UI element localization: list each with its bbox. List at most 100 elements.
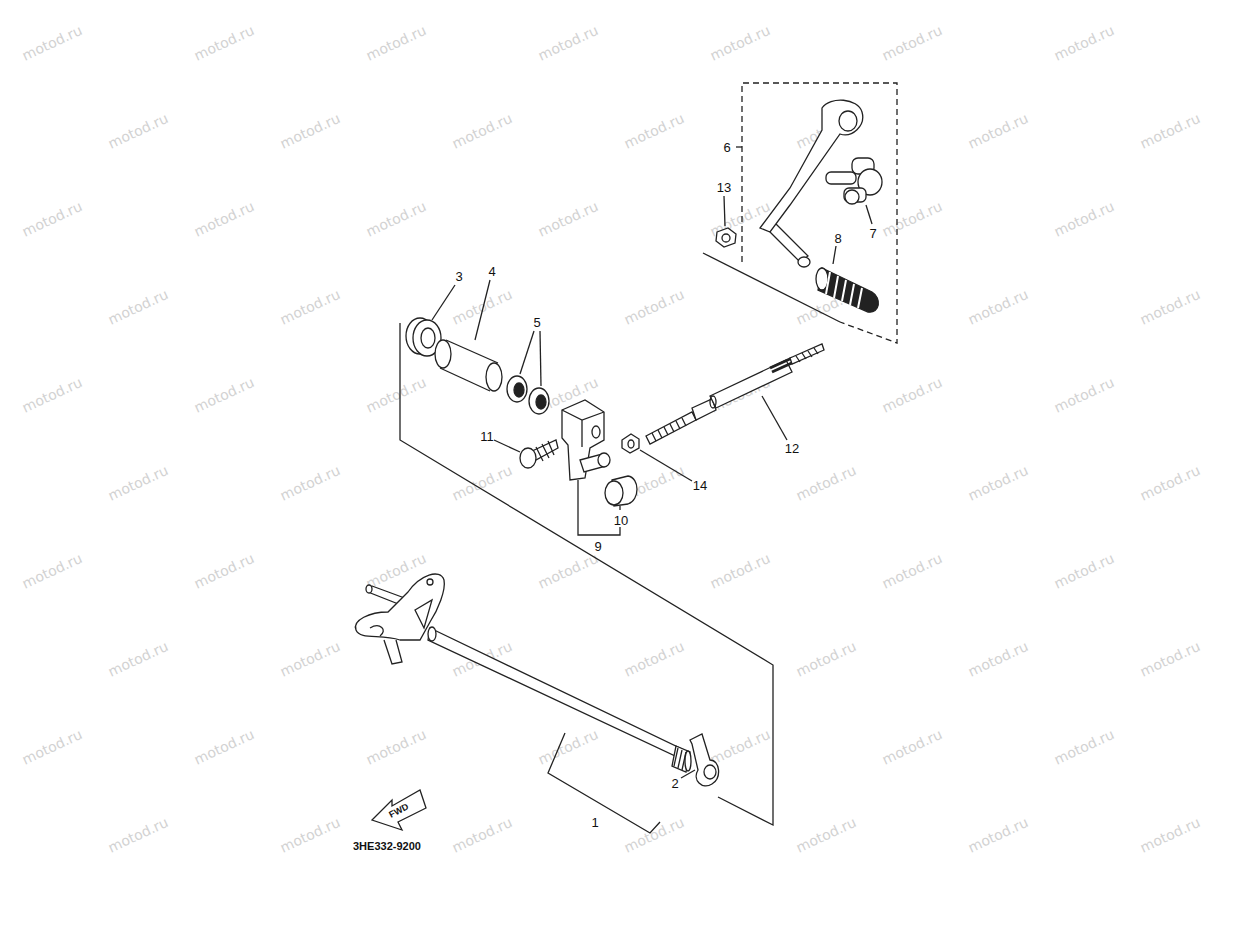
callout-number: 6 <box>723 141 730 154</box>
callout-number: 9 <box>594 540 601 553</box>
watermark: motod.ru <box>278 815 342 855</box>
watermark: motod.ru <box>1052 23 1116 63</box>
watermark: motod.ru <box>880 375 944 415</box>
watermark: motod.ru <box>966 815 1030 855</box>
rubber-grip-8 <box>816 268 878 312</box>
return-spring-2 <box>690 734 719 786</box>
watermark: motod.ru <box>966 463 1030 503</box>
leader-line <box>494 440 520 452</box>
watermark: motod.ru <box>794 463 858 503</box>
watermark: motod.ru <box>450 287 514 327</box>
leader-line <box>540 331 541 386</box>
watermark: motod.ru <box>966 287 1030 327</box>
callout-number: 7 <box>869 227 876 240</box>
watermark: motod.ru <box>1138 815 1202 855</box>
nut-13 <box>716 228 736 247</box>
watermark: motod.ru <box>364 23 428 63</box>
watermark: motod.ru <box>192 551 256 591</box>
watermark: motod.ru <box>708 727 772 767</box>
watermark: motod.ru <box>20 551 84 591</box>
watermark: motod.ru <box>1138 463 1202 503</box>
watermark: motod.ru <box>536 23 600 63</box>
watermark: motod.ru <box>450 111 514 151</box>
callout-number: 3 <box>455 270 462 283</box>
shift-lever-9 <box>562 400 610 480</box>
shift-rod-12 <box>646 344 824 444</box>
watermark: motod.ru <box>536 551 600 591</box>
leader-line <box>681 770 695 778</box>
bracket-line <box>548 733 660 833</box>
watermark: motod.ru <box>278 287 342 327</box>
watermark: motod.ru <box>794 815 858 855</box>
watermark: motod.ru <box>794 639 858 679</box>
watermark: motod.ru <box>880 551 944 591</box>
watermark: motod.ru <box>278 639 342 679</box>
leader-line <box>724 196 725 226</box>
leader-line <box>736 146 742 147</box>
assembly-dash-box <box>742 83 897 343</box>
callout-number: 4 <box>488 265 495 278</box>
leader-line <box>475 280 490 340</box>
watermark: motod.ru <box>20 727 84 767</box>
watermark: motod.ru <box>1138 111 1202 151</box>
watermark: motod.ru <box>278 463 342 503</box>
watermark: motod.ru <box>966 639 1030 679</box>
watermark: motod.ru <box>106 639 170 679</box>
shift-shaft-1 <box>355 574 691 772</box>
nut-14 <box>622 434 639 453</box>
bolt-11 <box>520 440 558 468</box>
watermark: motod.ru <box>1052 551 1116 591</box>
watermark: motod.ru <box>106 287 170 327</box>
watermark: motod.ru <box>1138 287 1202 327</box>
leader-line <box>520 331 534 374</box>
watermark: motod.ru <box>20 23 84 63</box>
leader-line <box>640 450 692 481</box>
diagram-code: 3HE332-9200 <box>353 841 421 852</box>
watermark: motod.ru <box>536 199 600 239</box>
fwd-arrow <box>372 790 426 830</box>
watermark: motod.ru <box>192 727 256 767</box>
watermark: motod.ru <box>364 727 428 767</box>
callout-number: 12 <box>785 442 799 455</box>
watermark: motod.ru <box>880 199 944 239</box>
watermark: motod.ru <box>278 111 342 151</box>
watermark: motod.ru <box>450 815 514 855</box>
callout-number: 14 <box>693 479 707 492</box>
watermark: motod.ru <box>708 551 772 591</box>
shift-pedal <box>760 100 874 267</box>
watermark: motod.ru <box>106 815 170 855</box>
leader-line <box>762 396 787 440</box>
leader-line <box>619 506 620 510</box>
callout-number: 8 <box>834 232 841 245</box>
callout-number: 13 <box>717 181 731 194</box>
watermark: motod.ru <box>1052 375 1116 415</box>
watermark: motod.ru <box>192 375 256 415</box>
watermark: motod.ru <box>192 23 256 63</box>
watermark: motod.ru <box>106 111 170 151</box>
leader-line <box>866 205 872 224</box>
watermark: motod.ru <box>622 639 686 679</box>
callout-number: 5 <box>533 316 540 329</box>
watermark: motod.ru <box>364 375 428 415</box>
roller-10 <box>605 476 637 506</box>
watermark: motod.ru <box>536 727 600 767</box>
bearing-5 <box>507 376 549 414</box>
watermark: motod.ru <box>880 727 944 767</box>
watermark: motod.ru <box>966 111 1030 151</box>
watermark: motod.ru <box>622 111 686 151</box>
watermark: motod.ru <box>450 463 514 503</box>
collar-4 <box>435 340 502 392</box>
bolt-7 <box>844 169 882 204</box>
callout-number: 1 <box>591 816 598 829</box>
watermark: motod.ru <box>622 287 686 327</box>
callout-number: 11 <box>480 430 494 443</box>
callout-number: 2 <box>671 777 678 790</box>
watermark: motod.ru <box>708 23 772 63</box>
leader-line <box>833 246 836 264</box>
watermark: motod.ru <box>192 199 256 239</box>
watermark: motod.ru <box>1052 727 1116 767</box>
watermark: motod.ru <box>622 815 686 855</box>
